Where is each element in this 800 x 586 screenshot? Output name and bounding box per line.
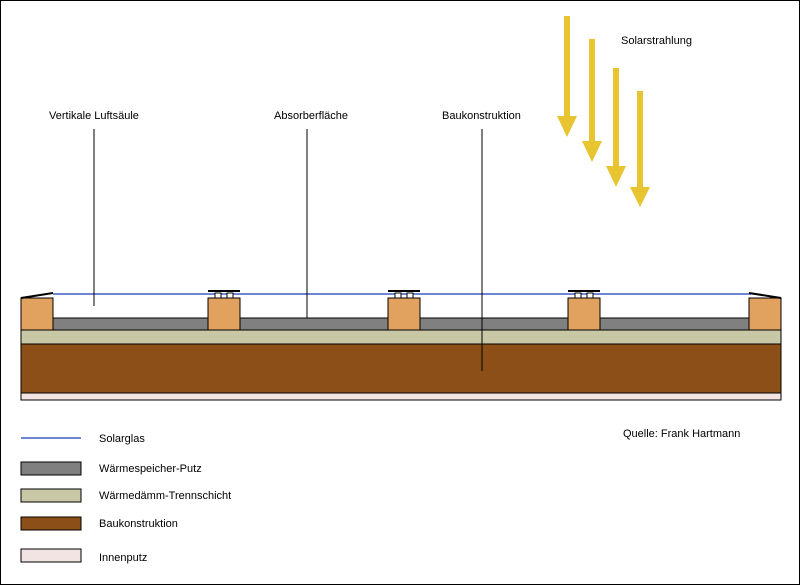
solar-arrow [630, 91, 650, 207]
post [207, 297, 241, 331]
legend: Solarglas Wärmespeicher-Putz Wärmedämm-T… [20, 433, 231, 564]
solar-arrow [557, 16, 577, 137]
label-construction: Baukonstruktion [442, 110, 521, 122]
label-absorber: Absorberfläche [274, 110, 348, 122]
label-solar-radiation: Solarstrahlung [621, 35, 692, 47]
layer-insulation [20, 329, 782, 345]
legend-swatch-insulation [20, 488, 82, 503]
legend-label-solar-glass: Solarglas [99, 433, 145, 445]
label-air-column: Vertikale Luftsäule [49, 110, 139, 122]
layer-construction [20, 343, 782, 394]
source-credit: Quelle: Frank Hartmann [623, 428, 740, 440]
post [387, 297, 421, 331]
end-clamp [748, 292, 782, 299]
solar-arrows [557, 16, 650, 207]
legend-label-heat-storage: Wärmespeicher-Putz [99, 463, 202, 475]
legend-label-inner-plaster: Innenputz [99, 552, 147, 564]
posts [20, 297, 782, 331]
solar-arrow [606, 68, 626, 187]
post [748, 297, 782, 331]
post [20, 297, 54, 331]
layer-inner-plaster [20, 392, 782, 401]
glass-clamps [20, 290, 782, 299]
post [567, 297, 601, 331]
legend-swatch-heat-storage [20, 461, 82, 476]
legend-label-insulation: Wärmedämm-Trennschicht [99, 490, 231, 502]
legend-label-construction: Baukonstruktion [99, 518, 178, 530]
clamp [568, 290, 600, 299]
legend-swatch-construction [20, 516, 82, 531]
clamp [208, 290, 240, 299]
clamp [388, 290, 420, 299]
solar-arrow [582, 39, 602, 162]
end-clamp [20, 292, 54, 299]
legend-swatch-inner-plaster [20, 548, 82, 563]
